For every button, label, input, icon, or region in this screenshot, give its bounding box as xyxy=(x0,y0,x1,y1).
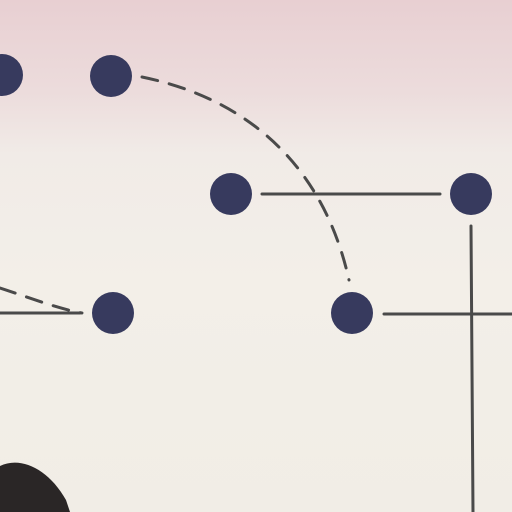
edge-e4 xyxy=(0,286,84,315)
node-n6 xyxy=(331,292,373,334)
node-n1 xyxy=(0,54,23,96)
foreground-object xyxy=(0,462,70,512)
edge-e3 xyxy=(469,224,475,512)
node-n4 xyxy=(450,173,492,215)
node-layer xyxy=(0,54,492,334)
node-n5 xyxy=(92,292,134,334)
node-n2 xyxy=(90,55,132,97)
edge-e1 xyxy=(140,75,351,282)
node-n3 xyxy=(210,173,252,215)
edge-layer xyxy=(0,75,512,512)
